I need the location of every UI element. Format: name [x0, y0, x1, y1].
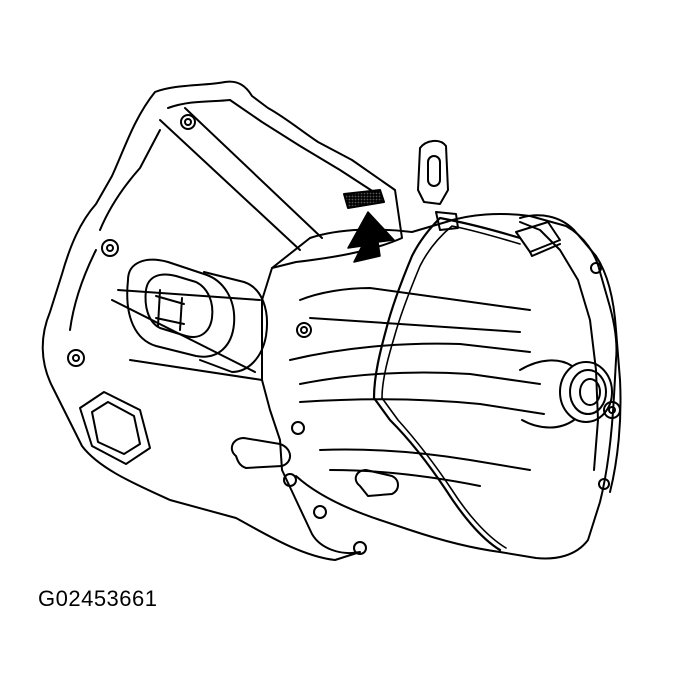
bell-housing-outline	[41, 80, 403, 561]
housing-cone	[111, 107, 323, 381]
lower-plate	[79, 391, 151, 465]
output-boss	[519, 359, 613, 429]
mounting-bracket	[417, 140, 449, 205]
input-shaft	[126, 258, 268, 373]
wiring-harness	[372, 216, 522, 552]
harness-connector	[515, 221, 561, 257]
bell-housing-inner	[69, 99, 381, 331]
figure-id-label: G02453661	[38, 586, 158, 611]
callout-arrow	[347, 211, 395, 263]
lower-lug	[230, 437, 399, 497]
wiring-harness-outer	[381, 225, 521, 549]
rear-cover	[519, 214, 622, 493]
id-label-plate	[343, 189, 385, 209]
housing-bolts	[67, 114, 621, 555]
harness-clip	[435, 211, 459, 231]
case-ribs	[289, 287, 545, 487]
